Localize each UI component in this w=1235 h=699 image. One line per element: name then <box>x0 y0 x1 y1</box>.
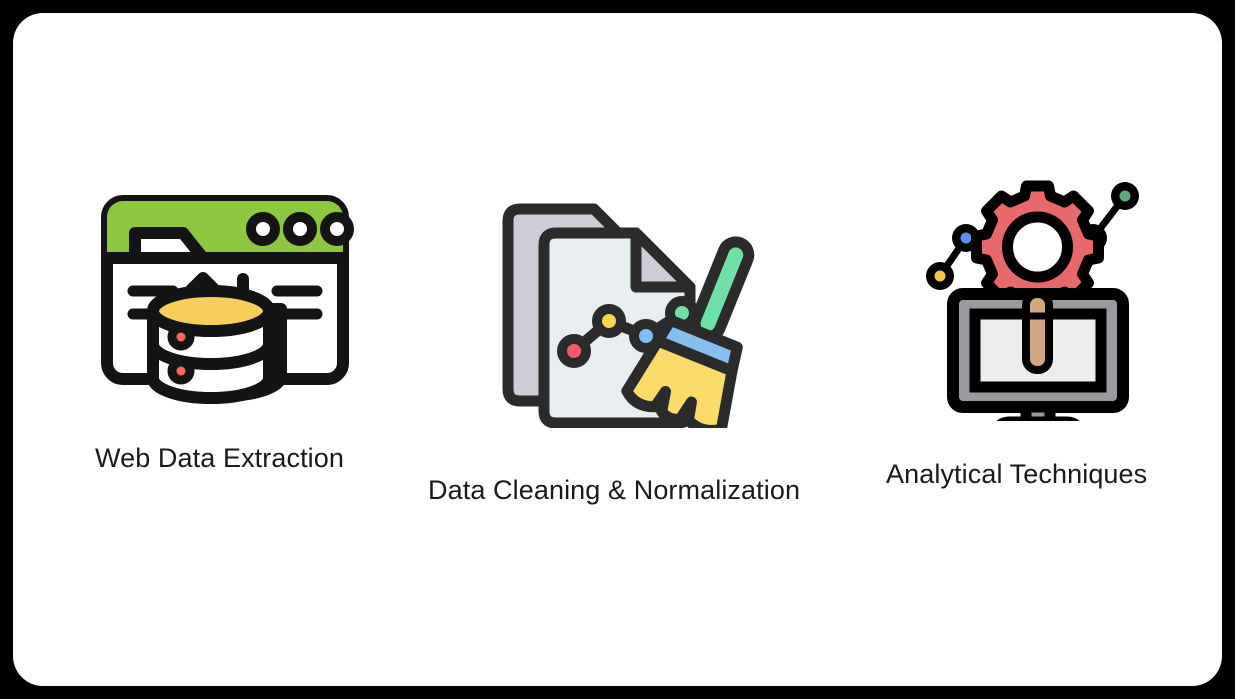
caption-analytical-techniques: Analytical Techniques <box>886 459 1148 489</box>
documents-broom-cleaning-icon <box>496 203 756 437</box>
browser-database-sync-icon <box>95 191 355 411</box>
caption-data-cleaning-normalization: Data Cleaning & Normalization <box>428 475 801 505</box>
slide-panel: Web Data Extraction <box>13 13 1222 686</box>
caption-web-data-extraction: Web Data Extraction <box>95 443 345 473</box>
monitor-gear-network-icon <box>918 176 1168 446</box>
